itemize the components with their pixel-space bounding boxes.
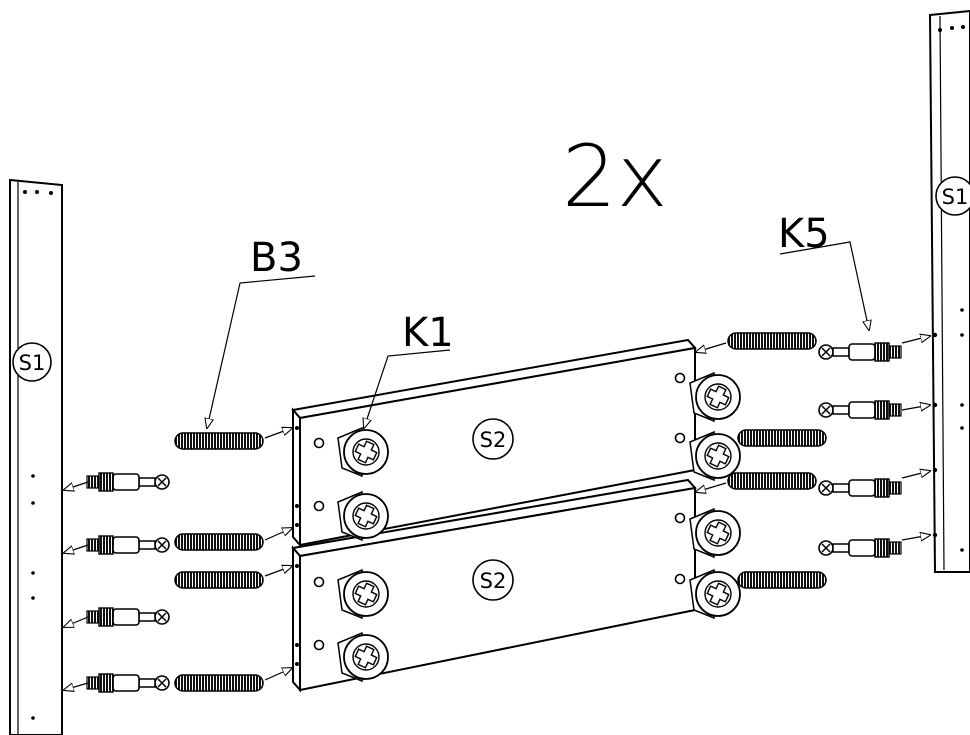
multiplier-label: 2x xyxy=(562,127,668,227)
side-panel-right: S1 xyxy=(928,9,970,573)
callout-k1: K1 xyxy=(402,310,454,356)
assembly-arrows xyxy=(64,336,930,690)
cam-bolts-right xyxy=(818,342,902,558)
side-panel-right-label: S1 xyxy=(942,185,969,209)
side-panel-left: S1 xyxy=(9,178,63,735)
side-panel-left-label: S1 xyxy=(19,351,46,375)
cam-bolts-left xyxy=(86,472,170,693)
callout-b3: B3 xyxy=(250,235,303,281)
shelf-bottom-label: S2 xyxy=(480,569,507,593)
shelf-panel-bottom: S2 xyxy=(291,478,697,693)
callout-leaders xyxy=(207,241,869,428)
callout-k5: K5 xyxy=(778,211,830,257)
shelf-top-label: S2 xyxy=(480,428,507,452)
part-marker-left xyxy=(12,342,52,382)
part-marker-right xyxy=(935,176,970,216)
